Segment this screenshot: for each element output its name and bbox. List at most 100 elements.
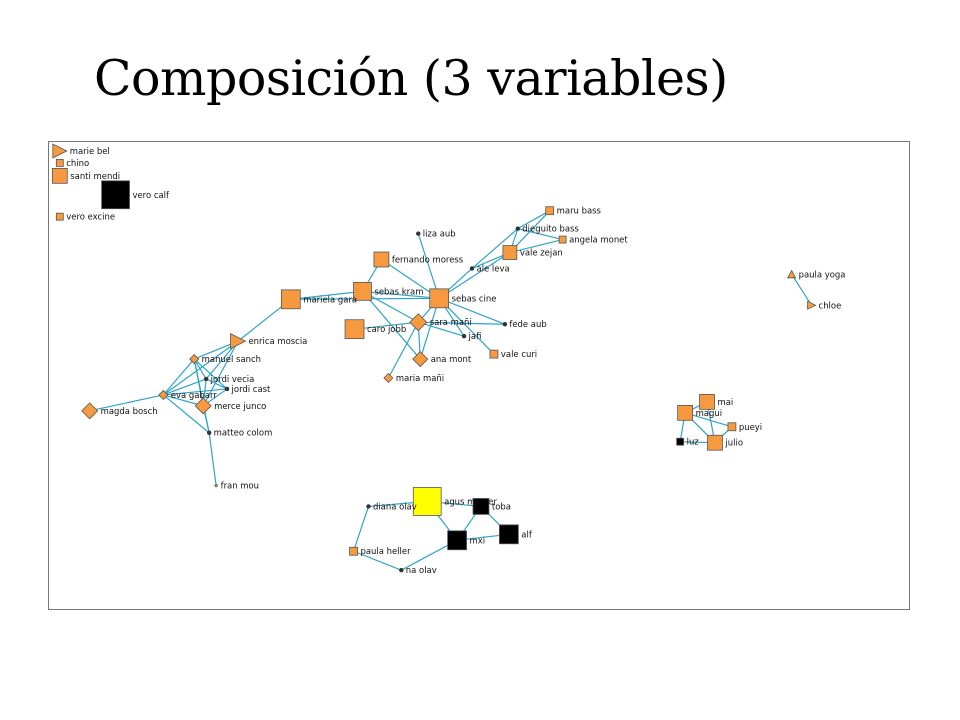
node-marker-vero-excine (55, 212, 64, 221)
edge-sara-mani-maria-mani (387, 321, 419, 379)
slide-title: Composición (3 variables) (94, 50, 728, 107)
node-mai: mai (699, 394, 733, 410)
edge-paula-yoga-chloe (791, 274, 813, 306)
node-marker-chino (55, 159, 64, 167)
node-eva-gabarr: eva gabarr (158, 389, 217, 400)
node-label-julio: julio (724, 438, 743, 448)
node-marker-agus-master (412, 487, 442, 516)
edge-paula-heller-na-olav (353, 550, 402, 571)
edge-eva-gabarr-magda-bosch (89, 394, 164, 412)
node-marker-maru-bass (545, 206, 555, 216)
network-graph: marie bel chino santi mendi vero calf vero e… (51, 143, 845, 575)
node-label-luz: luz (687, 437, 700, 447)
node-label-mariela-gara: mariela gara (303, 294, 357, 304)
node-label-magui: magui (696, 408, 722, 418)
node-label-merce-junco: merce junco (214, 401, 266, 411)
node-marker-fran-mou (214, 483, 219, 488)
node-label-vale-zejan: vale zejan (520, 248, 563, 258)
node-ale-leva: ale leva (469, 263, 510, 273)
node-marker-magda-bosch (81, 402, 99, 420)
node-label-fede-aub: fede aub (509, 319, 546, 329)
network-diagram: marie bel chino santi mendi vero calf vero e… (48, 141, 910, 610)
node-ana-mont: ana mont (412, 351, 472, 368)
node-label-santi-mendi: santi mendi (70, 171, 120, 181)
node-chino: chino (55, 158, 89, 168)
node-label-mai: mai (717, 397, 733, 407)
edge-sebas-cine-fede-aub (438, 297, 506, 325)
node-marker-mariela-gara (280, 289, 301, 310)
edge-sara-mani-fede-aub (418, 321, 505, 325)
edge-maru-bass-dieguito-bass (517, 210, 550, 230)
node-paula-heller: paula heller (349, 546, 411, 556)
node-marker-ale-leva (469, 266, 475, 271)
node-marker-julio (707, 434, 723, 451)
node-label-chino: chino (66, 158, 89, 168)
node-vero-excine: vero excine (55, 212, 115, 222)
node-label-dieguito-bass: dieguito bass (522, 224, 579, 234)
node-label-ana-mont: ana mont (431, 354, 472, 364)
edge-eva-gabarr-matteo-colom (162, 394, 210, 434)
node-diana-olav: diana olav (366, 501, 417, 511)
node-vero-calf: vero calf (101, 180, 170, 210)
node-marker-toba (472, 498, 490, 515)
node-marker-jordi-cast (224, 386, 230, 392)
edge-dieguito-bass-ale-leva (471, 228, 519, 269)
node-label-sara-mani: sara mañi (430, 317, 472, 327)
node-marker-santi-mendi (51, 167, 68, 184)
edge-jordi-cast-eva-gabarr (163, 388, 228, 396)
node-label-fran-mou: fran mou (221, 481, 259, 491)
node-marker-chloe (807, 300, 817, 310)
node-label-na-olav: na olav (406, 565, 437, 575)
edge-enrica-moscia-eva-gabarr (163, 340, 239, 396)
node-label-magda-bosch: magda bosch (101, 406, 158, 416)
edge-enrica-moscia-merce-junco (202, 340, 239, 407)
node-mxi: mxi (447, 530, 485, 551)
node-label-liza-aub: liza aub (423, 229, 456, 239)
node-angela-monet: angela monet (558, 235, 628, 245)
node-pueyi: pueyi (727, 422, 762, 432)
edge-matteo-colom-fran-mou (208, 432, 217, 486)
node-marker-jordi-vecia (203, 376, 209, 382)
node-label-vale-curi: vale curi (501, 349, 537, 359)
node-luz: luz (676, 437, 700, 447)
node-label-jordi-cast: jordi cast (231, 384, 271, 394)
edge-manuel-sanch-jordi-cast (193, 358, 228, 390)
node-label-enrica-moscia: enrica moscia (248, 336, 307, 346)
node-mariela-gara: mariela gara (280, 289, 357, 310)
node-label-jordi-vecia: jordi vecia (210, 374, 255, 384)
node-label-caro-jobb: caro jobb (367, 324, 406, 334)
node-label-toba: toba (492, 501, 511, 511)
node-agus-master: agus master (412, 487, 497, 516)
node-fran-mou: fran mou (214, 481, 259, 491)
edge-vale-zejan-sebas-cine (438, 252, 511, 299)
node-marker-marie-bel (52, 143, 68, 159)
node-toba: toba (472, 498, 511, 515)
edge-sara-mani-jafi (418, 321, 465, 337)
node-label-manuel-sanch: manuel sanch (202, 354, 261, 364)
edge-dieguito-bass-angela-monet (517, 228, 563, 241)
node-label-marie-bel: marie bel (70, 146, 110, 156)
node-label-maru-bass: maru bass (557, 206, 601, 216)
edge-liza-aub-sebas-cine (417, 233, 440, 299)
node-label-vero-calf: vero calf (132, 190, 170, 200)
node-label-jafi: jafi (468, 331, 482, 341)
node-maru-bass: maru bass (545, 206, 601, 216)
node-label-vero-excine: vero excine (66, 212, 115, 222)
node-marker-ana-mont (412, 351, 429, 368)
node-marker-vero-calf (101, 180, 130, 210)
node-label-alf: alf (521, 529, 533, 539)
node-marker-mai (699, 394, 715, 410)
node-label-matteo-colom: matteo colom (214, 428, 273, 438)
node-label-angela-monet: angela monet (569, 235, 628, 245)
node-label-fernando-moress: fernando moress (392, 254, 463, 264)
node-label-diana-olav: diana olav (373, 501, 417, 511)
node-marker-vale-curi (489, 349, 499, 359)
node-chloe: chloe (807, 300, 841, 310)
node-sebas-kram: sebas kram (353, 282, 423, 301)
node-marker-enrica-moscia (230, 333, 247, 350)
node-vale-zejan: vale zejan (502, 245, 563, 260)
node-marker-vale-zejan (502, 245, 518, 260)
node-marker-sebas-cine (429, 288, 450, 309)
node-label-agus-master: agus master (444, 496, 497, 506)
nodes-layer: marie bel chino santi mendi vero calf vero e… (51, 143, 845, 575)
